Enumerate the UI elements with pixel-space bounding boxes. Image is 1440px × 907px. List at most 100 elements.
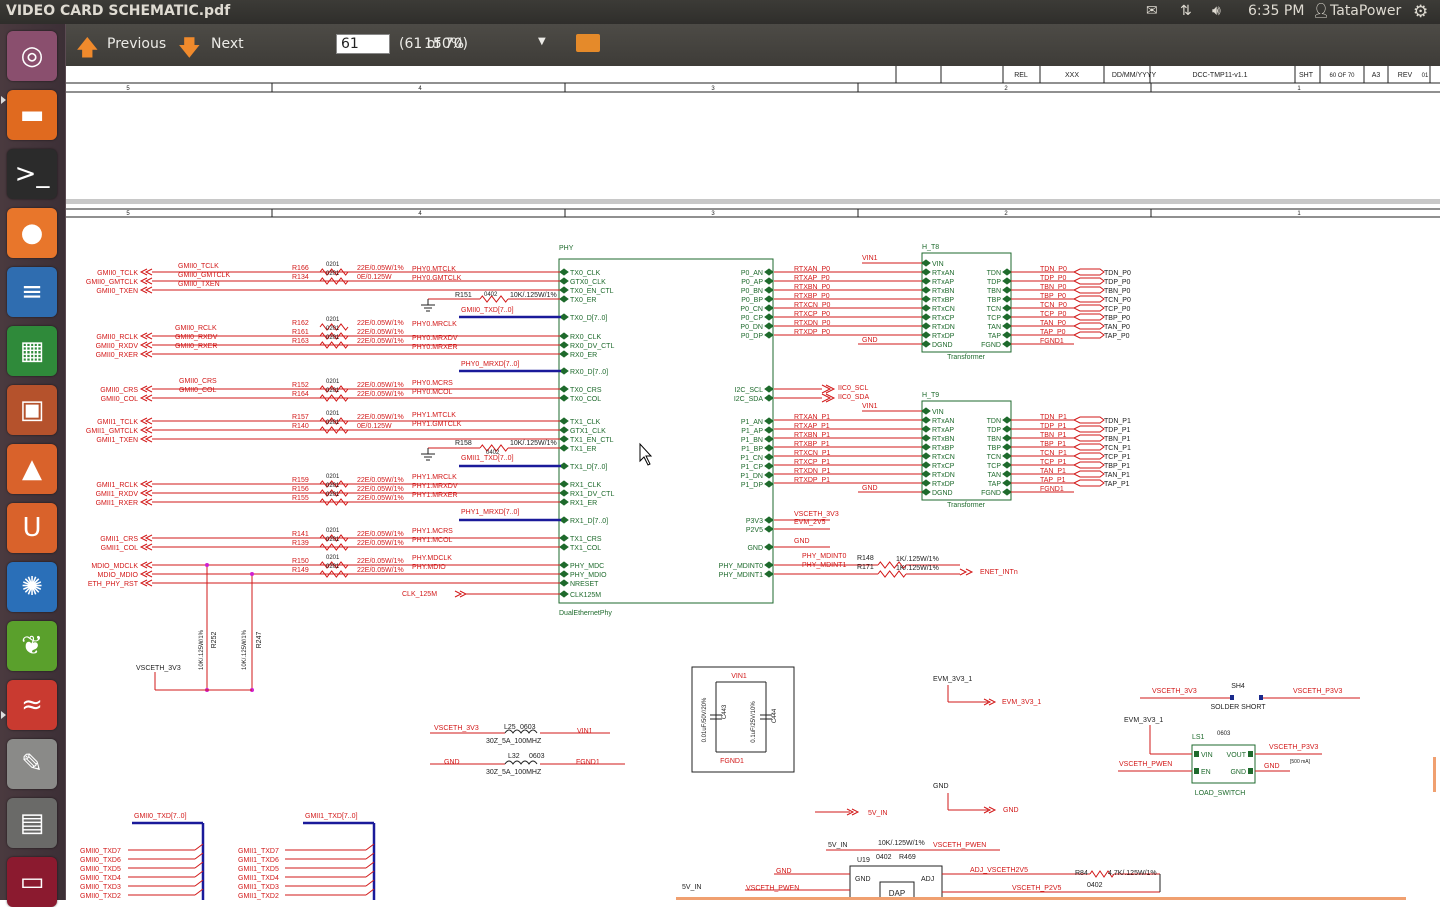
phy-net: PHY0.MTCLK — [412, 266, 456, 273]
zoom-select[interactable]: 150% — [424, 36, 465, 52]
tx-net: TDN_P1 — [1040, 414, 1067, 421]
pin-marker — [764, 525, 774, 533]
short-pad — [1259, 695, 1263, 700]
resistor-refdes: R148 — [857, 555, 874, 562]
phy-left-pin: RX0_CLK — [570, 334, 601, 341]
presentation-icon[interactable]: ▭ — [7, 857, 57, 907]
pulldown-resistor — [479, 295, 509, 303]
rtx-net: RTXCN_P1 — [794, 450, 831, 457]
network-icon[interactable]: ⇅ — [1180, 3, 1192, 19]
phy-right-pin: P1_CP — [741, 464, 764, 471]
resistor-package: 0201 — [326, 528, 340, 534]
pin-marker — [559, 444, 569, 452]
phy-left-pin: RX1_ER — [570, 500, 597, 507]
vertical-scroll-thumb — [1433, 757, 1436, 792]
net-alias: GMII0_TXEN — [178, 281, 220, 288]
calc-icon[interactable]: ▦ — [7, 326, 57, 376]
connector-net: TDP_P1 — [1104, 427, 1131, 434]
connector-port — [1072, 313, 1105, 321]
i2c-net: IIC0_SDA — [838, 394, 869, 401]
resistor-value: 22E/0.05W/1% — [357, 391, 404, 398]
folder-icon[interactable] — [576, 34, 600, 52]
regulator-block — [849, 865, 943, 900]
chevron-down-icon[interactable]: ▼ — [538, 36, 546, 47]
gear-icon[interactable]: ⚙ — [1413, 2, 1429, 22]
pin-marker — [764, 385, 774, 393]
rtx-net: RTXCP_P1 — [794, 459, 830, 466]
rtx-net: RTXAN_P1 — [794, 414, 830, 421]
series-resistor — [319, 385, 349, 393]
resistor-value: 22E/0.05W/1% — [357, 558, 404, 565]
next-button[interactable]: Next — [211, 36, 244, 52]
resistor-refdes: R159 — [292, 477, 309, 484]
pin-marker — [559, 570, 569, 578]
software-center-icon[interactable]: ▲ — [7, 444, 57, 494]
junction — [250, 572, 254, 576]
files-icon[interactable]: ▬ — [7, 90, 57, 140]
rtx-net: RTXDP_P0 — [794, 329, 830, 336]
short-label: SOLDER SHORT — [1210, 704, 1266, 711]
previous-button[interactable]: Previous — [107, 36, 167, 52]
phy-left-pin: GTX0_CLK — [570, 279, 606, 286]
tx-net: TAP_P1 — [1040, 477, 1066, 484]
mac-net: GMII0_GMTCLK — [86, 279, 138, 286]
mac-net: GMII0_COL — [101, 396, 138, 403]
resistor-package: 0201 — [326, 411, 340, 417]
resistor-value: 10K/.125W/1% — [199, 629, 205, 670]
connector-net: TAN_P1 — [1104, 472, 1130, 479]
transformer-pin: TAP — [988, 481, 1001, 488]
series-resistor — [319, 480, 349, 488]
user-name[interactable]: TataPower — [1330, 3, 1402, 19]
calculator-icon[interactable]: ▤ — [7, 798, 57, 848]
series-resistor — [319, 323, 349, 331]
zone-number: 2 — [1004, 86, 1008, 92]
transformer-pin: FGND — [981, 490, 1001, 497]
phy-left-pin: TX1_EN_CTL — [570, 437, 614, 444]
impress-icon[interactable]: ▣ — [7, 385, 57, 435]
arrow-up-icon[interactable]: 🡅 — [76, 36, 99, 61]
port-arrow — [139, 498, 153, 506]
power-net: EVM_3V3_1 — [933, 676, 972, 683]
pdf-reader-icon[interactable]: ≈ — [7, 680, 57, 730]
switch-refdes: LS1 — [1192, 734, 1205, 741]
arrow-down-icon[interactable]: 🡇 — [178, 36, 201, 61]
connector-net: TCN_P0 — [1104, 297, 1131, 304]
regulator-pin: DAP — [889, 889, 905, 898]
resistor-value: 22E/0.05W/1% — [357, 329, 404, 336]
files-icon-glyph: ▬ — [19, 100, 45, 130]
resistor-package: 0201 — [326, 537, 340, 543]
pin-marker — [559, 277, 569, 285]
ubuntu-dash-icon[interactable]: ◎ — [7, 31, 57, 81]
power-net: VSCETH_3V3 — [1152, 688, 1197, 695]
connector-port — [1072, 461, 1105, 469]
resistor-value: 22E/0.05W/1% — [357, 338, 404, 345]
resistor-package: 0201 — [326, 474, 340, 480]
resistor-value: 22E/0.05W/1% — [357, 477, 404, 484]
browser-icon[interactable]: ✺ — [7, 562, 57, 612]
power-net: EVM_2V5 — [794, 519, 826, 526]
title-rev: REV — [1398, 72, 1413, 79]
firefox-icon[interactable]: ● — [7, 208, 57, 258]
transformer-pin: RTxDP — [932, 333, 955, 340]
ubuntu-one-icon[interactable]: U — [7, 503, 57, 553]
zone-number: 3 — [711, 86, 715, 92]
writer-icon[interactable]: ≡ — [7, 267, 57, 317]
resistor-value: 0E/0.125W — [357, 274, 392, 281]
port-arrow — [821, 384, 836, 394]
regulator-pin: ADJ — [921, 876, 934, 883]
ubuntu-dash-icon-glyph: ◎ — [20, 41, 44, 71]
clock[interactable]: 6:35 PM — [1248, 3, 1305, 19]
transformer-pin: TAN — [988, 472, 1001, 479]
text-editor-icon[interactable]: ✎ — [7, 739, 57, 789]
page-number-input[interactable] — [336, 34, 390, 54]
port-arrow — [139, 570, 153, 578]
txd-net: GMII1_TXD6 — [238, 857, 279, 864]
leaf-icon[interactable]: ❦ — [7, 621, 57, 671]
resistor-value: 22E/0.05W/1% — [357, 531, 404, 538]
mail-icon[interactable]: ✉ — [1146, 3, 1158, 19]
volume-icon[interactable]: 🔊︎ — [1212, 3, 1221, 19]
phy-right-pin: P1_CN — [740, 455, 763, 462]
terminal-icon[interactable]: >_ — [7, 149, 57, 199]
mdint-net: PHY_MDINT0 — [802, 553, 846, 560]
